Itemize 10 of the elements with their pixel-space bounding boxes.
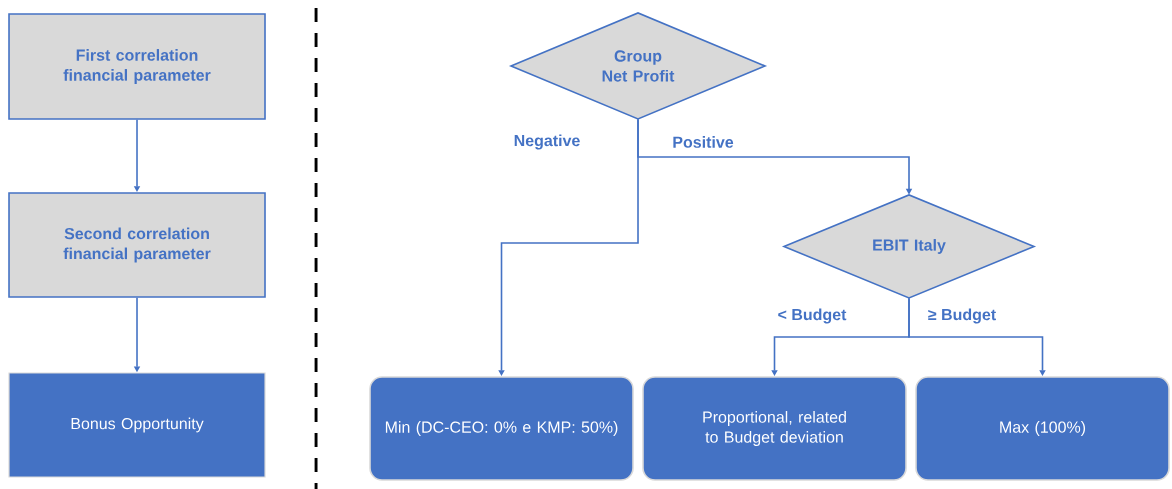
process-box: Second correlation financial parameter [8, 192, 266, 298]
edge-label: Positive [673, 136, 734, 148]
edge-label: ≥ Budget [928, 308, 996, 324]
result-box: Proportional, related to Budget deviation [642, 376, 907, 481]
result-box: Bonus Opportunity [8, 372, 266, 478]
process-box: First correlation financial parameter [8, 13, 266, 120]
result-box: Min (DC-CEO: 0% e KMP: 50%) [369, 376, 634, 481]
edge-label: < Budget [778, 308, 847, 324]
edge-label: Negative [514, 134, 580, 150]
result-box: Max (100%) [915, 376, 1170, 481]
